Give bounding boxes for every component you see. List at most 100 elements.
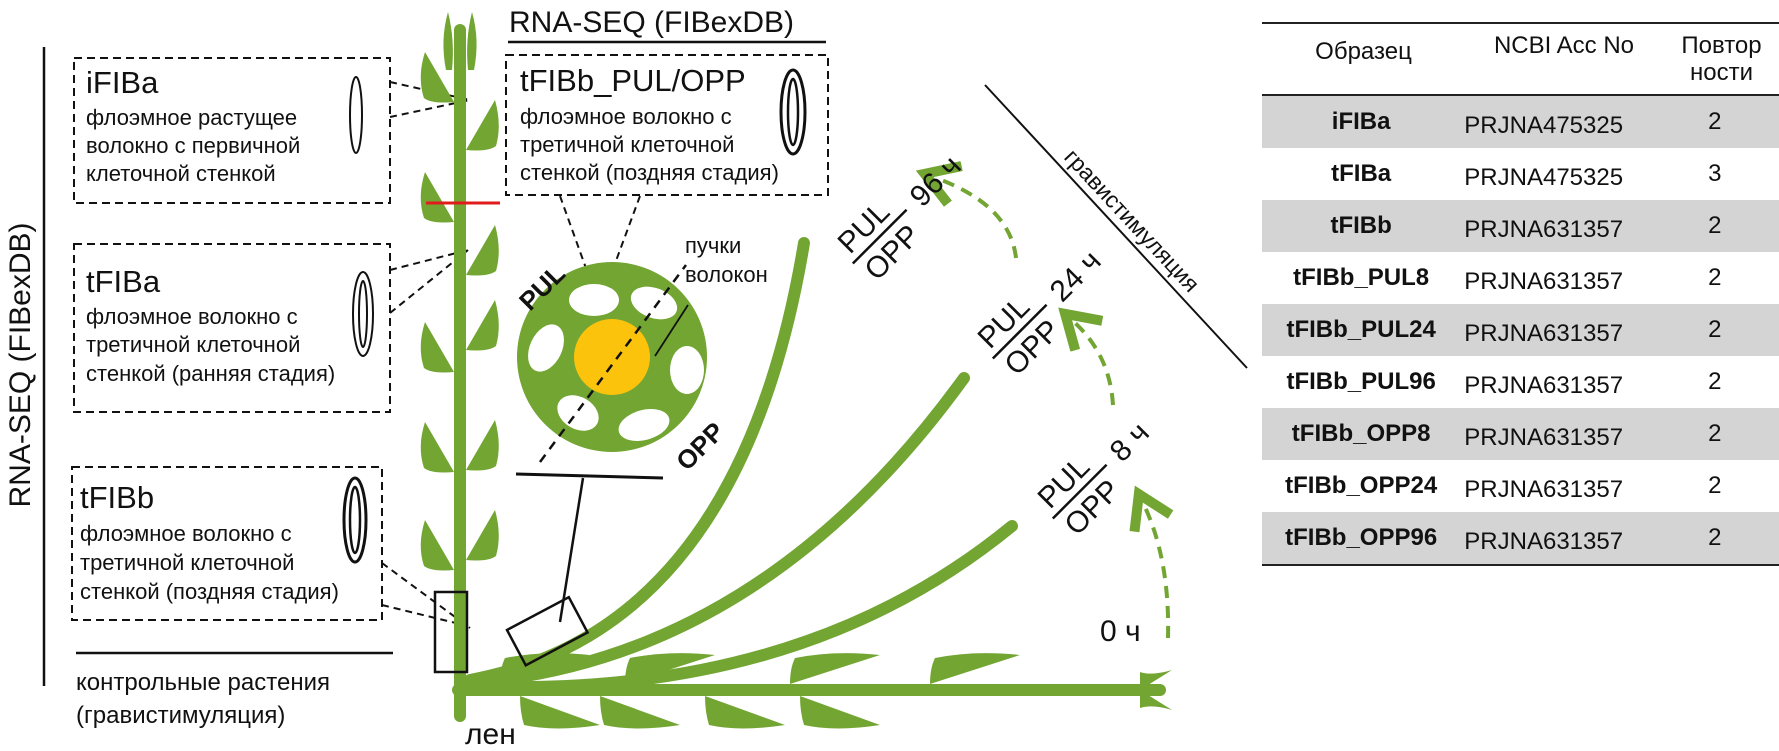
stem-24h bbox=[464, 372, 970, 689]
fiber-bundle bbox=[557, 395, 599, 431]
sample-box-tfiba: tFIBa флоэмное волокно с третичной клето… bbox=[73, 243, 469, 413]
sample-box-line: стенкой (ранняя стадия) bbox=[86, 361, 335, 386]
top-title: RNA-SEQ (FIBexDB) bbox=[509, 6, 794, 39]
sample-box-line: стенкой (поздняя стадия) bbox=[520, 160, 779, 185]
plant-label: лен bbox=[465, 718, 516, 751]
cell-sample: tFIBb_PUL24 bbox=[1286, 316, 1436, 343]
svg-text:8 ч: 8 ч bbox=[1104, 416, 1156, 468]
rotation-arrows bbox=[936, 178, 1168, 639]
cell-acc: PRJNA631357 bbox=[1464, 528, 1624, 555]
cell-reps: 3 bbox=[1708, 160, 1722, 187]
leaf bbox=[420, 422, 454, 473]
sample-box-line: флоэмное волокно с bbox=[86, 304, 298, 329]
ratio-label-96h: PUL OPP 96 ч bbox=[832, 149, 968, 286]
svg-text:96 ч: 96 ч bbox=[904, 149, 968, 213]
leaf bbox=[466, 300, 499, 351]
leaf bbox=[420, 172, 454, 223]
cell-sample: tFIBb_OPP96 bbox=[1285, 524, 1438, 551]
cell-sample: tFIBb_OPP8 bbox=[1291, 420, 1431, 447]
leaf bbox=[790, 653, 880, 684]
table-row: tFIBb_OPP24 PRJNA631357 2 bbox=[1262, 460, 1779, 512]
ratio-label-8h: PUL OPP 8 ч bbox=[1032, 416, 1156, 542]
cell-acc: PRJNA631357 bbox=[1464, 424, 1624, 451]
leaf bbox=[705, 696, 785, 729]
upright-flax-plant bbox=[420, 12, 499, 722]
gravistimulation-rule bbox=[984, 84, 1248, 369]
leaf bbox=[466, 225, 499, 276]
header-reps-line1: Повтор bbox=[1681, 32, 1762, 59]
sample-box-line: третичной клеточной bbox=[86, 332, 300, 357]
sample-box-line: флоэмное волокно с bbox=[520, 104, 732, 129]
double-wall-fiber-icon bbox=[352, 271, 374, 357]
sample-box-title: tFIBb bbox=[80, 480, 154, 515]
cell-acc: PRJNA631357 bbox=[1464, 216, 1624, 243]
sample-box-line: третичной клеточной bbox=[80, 550, 294, 575]
cell-reps: 2 bbox=[1708, 524, 1722, 551]
gravity-axis bbox=[538, 264, 688, 463]
cell-acc: PRJNA631357 bbox=[1464, 476, 1624, 503]
sample-box-title: iFIBa bbox=[86, 65, 159, 100]
leaf bbox=[600, 696, 680, 729]
cell-acc: PRJNA475325 bbox=[1464, 112, 1624, 139]
cell-reps: 2 bbox=[1708, 420, 1722, 447]
pointer-line bbox=[381, 562, 471, 629]
thick-wall-fiber-icon bbox=[779, 68, 807, 156]
sample-box-line: волокно с первичной bbox=[86, 133, 300, 158]
cell-acc: PRJNA631357 bbox=[1464, 320, 1624, 347]
stem-8h bbox=[464, 520, 1018, 694]
control-label: контрольные растения bbox=[76, 669, 330, 696]
sample-box-title: tFIBb_PUL/OPP bbox=[520, 63, 746, 98]
sample-box-line: клеточной стенкой bbox=[86, 161, 276, 186]
section-connector bbox=[558, 477, 585, 623]
header-sample: Образец bbox=[1315, 38, 1412, 65]
sample-box-ifiba: iFIBa флоэмное растущее волокно с первич… bbox=[73, 57, 471, 204]
fiber-bundle bbox=[630, 286, 678, 320]
leaf bbox=[466, 100, 499, 151]
sample-box-tfibb-pul-opp: tFIBb_PUL/OPP флоэмное волокно с третичн… bbox=[505, 54, 829, 297]
leaf bbox=[930, 653, 1020, 684]
stem-96h bbox=[464, 237, 810, 686]
cell-sample: tFIBb bbox=[1330, 212, 1392, 239]
gravistimulated-stems bbox=[464, 237, 1018, 694]
sample-box-line: флоэмное растущее bbox=[86, 105, 297, 130]
bundles-label: пучки bbox=[685, 233, 741, 258]
sampling-frame-bent bbox=[505, 595, 590, 668]
upright-stem bbox=[454, 24, 466, 722]
leaf bbox=[420, 520, 454, 571]
table-bottom-rule bbox=[1262, 564, 1779, 566]
header-reps-line2: ности bbox=[1690, 59, 1753, 86]
cell-sample: iFIBa bbox=[1331, 108, 1391, 135]
side-title: RNA-SEQ (FIBexDB) bbox=[4, 222, 37, 507]
cell-reps: 2 bbox=[1708, 264, 1722, 291]
table-header: Образец NCBI Acc No Повтор ности bbox=[1262, 22, 1779, 96]
cell-sample: tFIBb_OPP24 bbox=[1285, 472, 1438, 499]
sample-box-tfibb: tFIBb флоэмное волокно с третичной клето… bbox=[71, 466, 471, 629]
cell-reps: 2 bbox=[1708, 368, 1722, 395]
leaf bbox=[800, 696, 880, 729]
table-row: tFIBb_OPP8 PRJNA631357 2 bbox=[1262, 408, 1779, 460]
leaf bbox=[466, 510, 499, 561]
header-reps: Повтор ности bbox=[1663, 24, 1779, 94]
leaf bbox=[420, 322, 454, 373]
cell-reps: 2 bbox=[1708, 472, 1722, 499]
cell-sample: tFIBb_PUL96 bbox=[1286, 368, 1436, 395]
stem-cross-section bbox=[517, 262, 707, 463]
table-row: tFIBb_OPP96 PRJNA631357 2 bbox=[1262, 512, 1779, 564]
header-acc: NCBI Acc No bbox=[1493, 32, 1635, 59]
svg-text:24 ч: 24 ч bbox=[1044, 244, 1108, 308]
leaf bbox=[466, 420, 499, 471]
cell-sample: tFIBb_PUL8 bbox=[1293, 264, 1430, 291]
sample-box-line: третичной клеточной bbox=[520, 132, 734, 157]
fiber-bundle bbox=[569, 284, 619, 316]
section-plane-bar bbox=[515, 472, 664, 480]
opp-label: OPP bbox=[670, 416, 730, 476]
single-wall-fiber-icon bbox=[349, 76, 363, 154]
